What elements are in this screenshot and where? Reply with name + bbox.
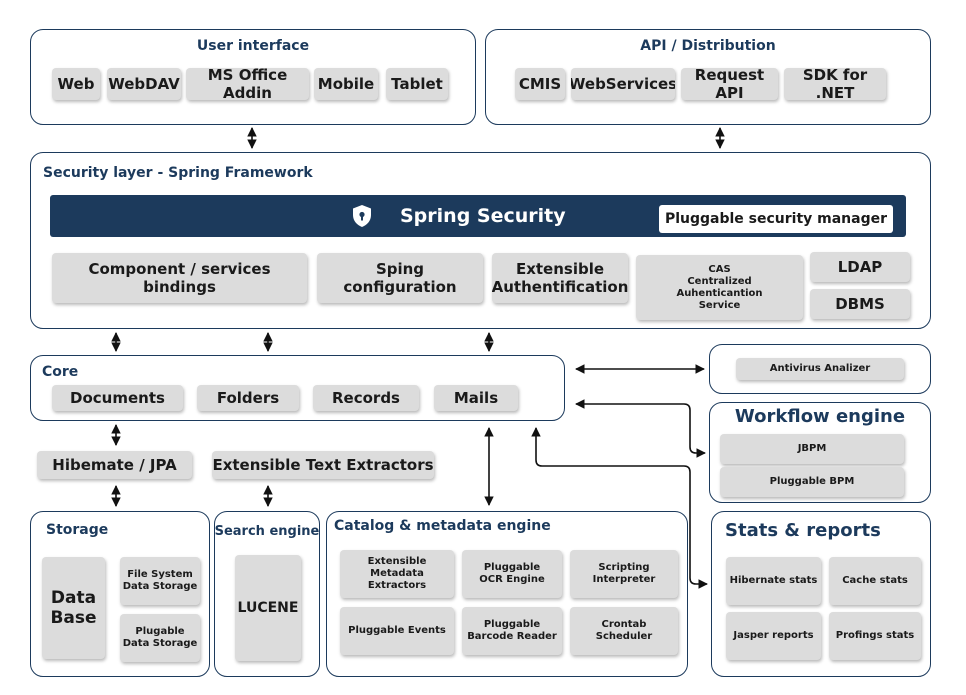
dbms: DBMS (810, 289, 910, 319)
spring-configuration: Sping configuration (317, 253, 483, 303)
component-services-bindings: Component / services bindings (52, 253, 307, 303)
storage-file-system: File System Data Storage (120, 557, 200, 605)
api-sdk-net: SDK for .NET (784, 68, 886, 100)
stats-reports-title: Stats & reports (725, 520, 881, 541)
api-distribution-title: API / Distribution (640, 38, 776, 54)
core-records: Records (313, 385, 419, 411)
catalog-metadata-title: Catalog & metadata engine (334, 518, 551, 534)
api-request-api: Request API (681, 68, 778, 100)
stats-jasper-reports: Jasper reports (726, 612, 821, 660)
core-documents: Documents (52, 385, 183, 411)
arrow-core-workflow (575, 399, 706, 458)
search-lucene: LUCENE (235, 555, 301, 661)
core-title: Core (42, 364, 79, 380)
core-mails: Mails (434, 385, 518, 411)
workflow-engine-title: Workflow engine (734, 406, 906, 427)
workflow-pluggable-bpm: Pluggable BPM (720, 467, 904, 497)
workflow-jbpm: JBPM (720, 434, 904, 464)
user-interface-title: User interface (196, 38, 310, 54)
storage-plugable: Plugable Data Storage (120, 614, 200, 662)
security-layer-title: Security layer - Spring Framework (43, 165, 313, 181)
pluggable-security-manager: Pluggable security manager (659, 205, 893, 233)
ui-tablet: Tablet (386, 68, 448, 100)
ui-ms-office-addin: MS Office Addin (186, 68, 309, 100)
core-folders: Folders (197, 385, 299, 411)
ui-web: Web (52, 68, 100, 100)
stats-profings: Profings stats (829, 612, 921, 660)
hibernate-jpa: Hibemate / JPA (37, 451, 192, 479)
api-cmis: CMIS (515, 68, 565, 100)
ldap: LDAP (810, 252, 910, 282)
catalog-ocr-engine: Pluggable OCR Engine (462, 550, 562, 598)
catalog-barcode-reader: Pluggable Barcode Reader (462, 607, 562, 655)
storage-title: Storage (46, 522, 109, 538)
api-webservices: WebServices (571, 68, 675, 100)
catalog-metadata-extractors: Extensible Metadata Extractors (340, 550, 454, 598)
extensible-authentification: Extensible Authentification (492, 253, 628, 303)
stats-cache: Cache stats (829, 557, 921, 605)
stats-hibernate: Hibernate stats (726, 557, 821, 605)
antivirus-analizer: Antivirus Analizer (736, 358, 904, 380)
storage-database: Data Base (42, 557, 105, 659)
ui-webdav: WebDAV (107, 68, 181, 100)
catalog-scripting-interpreter: Scripting Interpreter (570, 550, 678, 598)
catalog-crontab-scheduler: Crontab Scheduler (570, 607, 678, 655)
extensible-text-extractors: Extensible Text Extractors (212, 451, 434, 479)
catalog-pluggable-events: Pluggable Events (340, 607, 454, 655)
cas-service: CAS Centralized Auhenticantion Service (636, 255, 803, 320)
ui-mobile: Mobile (314, 68, 378, 100)
shield-lock-icon (353, 205, 371, 227)
spring-security-label: Spring Security (400, 205, 566, 227)
search-engine-title: Search engine (214, 524, 320, 539)
